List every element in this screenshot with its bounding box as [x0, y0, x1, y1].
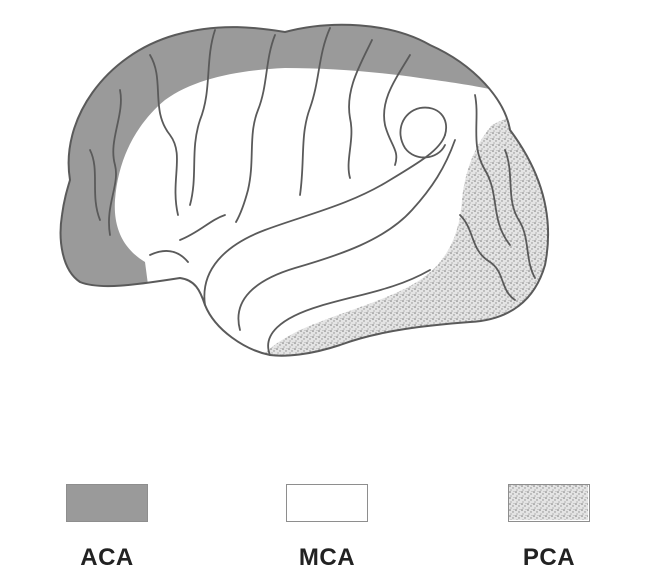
legend-item-aca: ACA [47, 484, 167, 572]
legend-label-mca: MCA [267, 544, 387, 572]
legend-item-mca: MCA [267, 484, 387, 572]
legend-swatch-pca [508, 484, 590, 522]
legend-label-aca: ACA [47, 544, 167, 572]
legend-swatch-aca [66, 484, 148, 522]
legend-label-pca: PCA [489, 544, 609, 572]
legend-swatch-mca [286, 484, 368, 522]
legend-item-pca: PCA [489, 484, 609, 572]
legend-swatch-pca-pattern [509, 485, 588, 520]
brain-lateral-surface [40, 0, 600, 400]
